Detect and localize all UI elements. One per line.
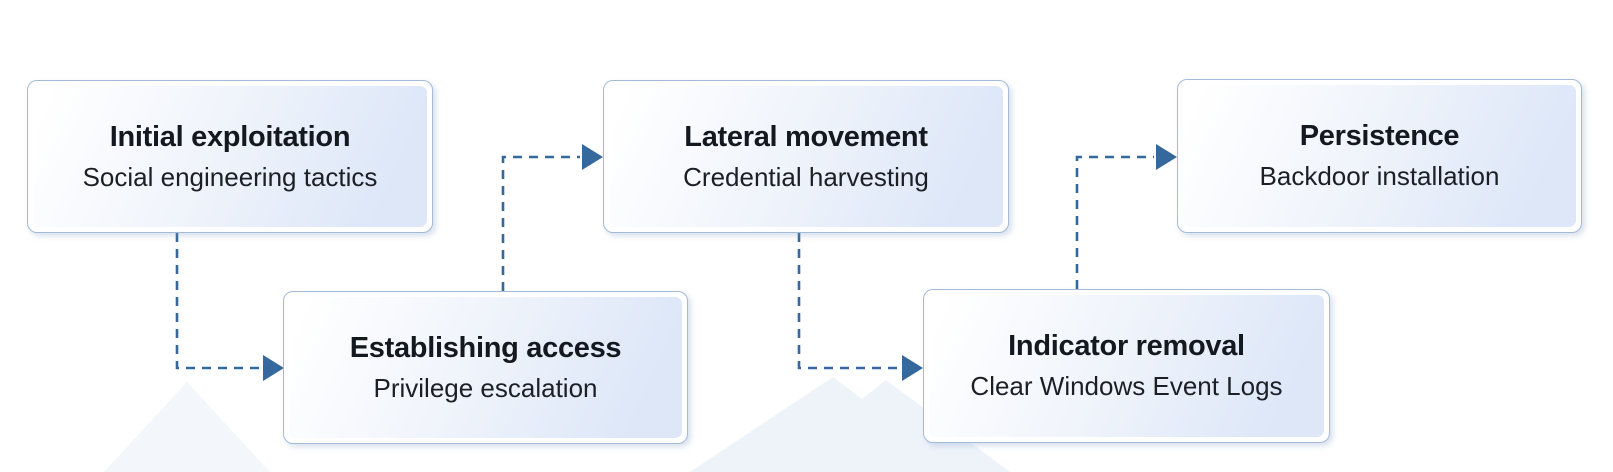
- node-subtitle: Backdoor installation: [1259, 161, 1500, 192]
- arrowhead-icon: [582, 144, 603, 170]
- node-subtitle: Privilege escalation: [373, 372, 598, 403]
- node-lateral-movement: Lateral movement Credential harvesting: [603, 80, 1009, 233]
- arrowhead-icon: [902, 355, 923, 381]
- node-subtitle: Clear Windows Event Logs: [970, 371, 1283, 402]
- arrowhead-icon: [263, 355, 284, 381]
- node-body: Initial exploitation Social engineering …: [33, 86, 427, 227]
- node-subtitle: Social engineering tactics: [82, 161, 378, 192]
- node-body: Persistence Backdoor installation: [1183, 85, 1576, 227]
- node-body: Establishing access Privilege escalation: [289, 297, 682, 438]
- node-title: Lateral movement: [684, 120, 928, 153]
- node-initial-exploitation: Initial exploitation Social engineering …: [27, 80, 433, 233]
- node-body: Lateral movement Credential harvesting: [609, 86, 1003, 227]
- node-indicator-removal: Indicator removal Clear Windows Event Lo…: [923, 289, 1330, 443]
- node-title: Initial exploitation: [109, 120, 351, 153]
- edge-lateral-to-indicator: [797, 233, 900, 370]
- background-mountain-shape: [690, 377, 1010, 472]
- node-body: Indicator removal Clear Windows Event Lo…: [929, 295, 1324, 437]
- edge-initial-to-establishing: [175, 233, 261, 370]
- edge-indicator-to-persistence: [1075, 155, 1154, 289]
- background-triangle-shape: [104, 382, 270, 472]
- node-title: Establishing access: [349, 331, 622, 364]
- edge-establishing-to-lateral: [501, 155, 580, 291]
- arrowhead-icon: [1156, 144, 1177, 170]
- node-establishing-access: Establishing access Privilege escalation: [283, 291, 688, 444]
- node-title: Persistence: [1299, 120, 1460, 153]
- node-subtitle: Credential harvesting: [683, 161, 929, 192]
- node-title: Indicator removal: [1008, 330, 1245, 363]
- node-persistence: Persistence Backdoor installation: [1177, 79, 1582, 233]
